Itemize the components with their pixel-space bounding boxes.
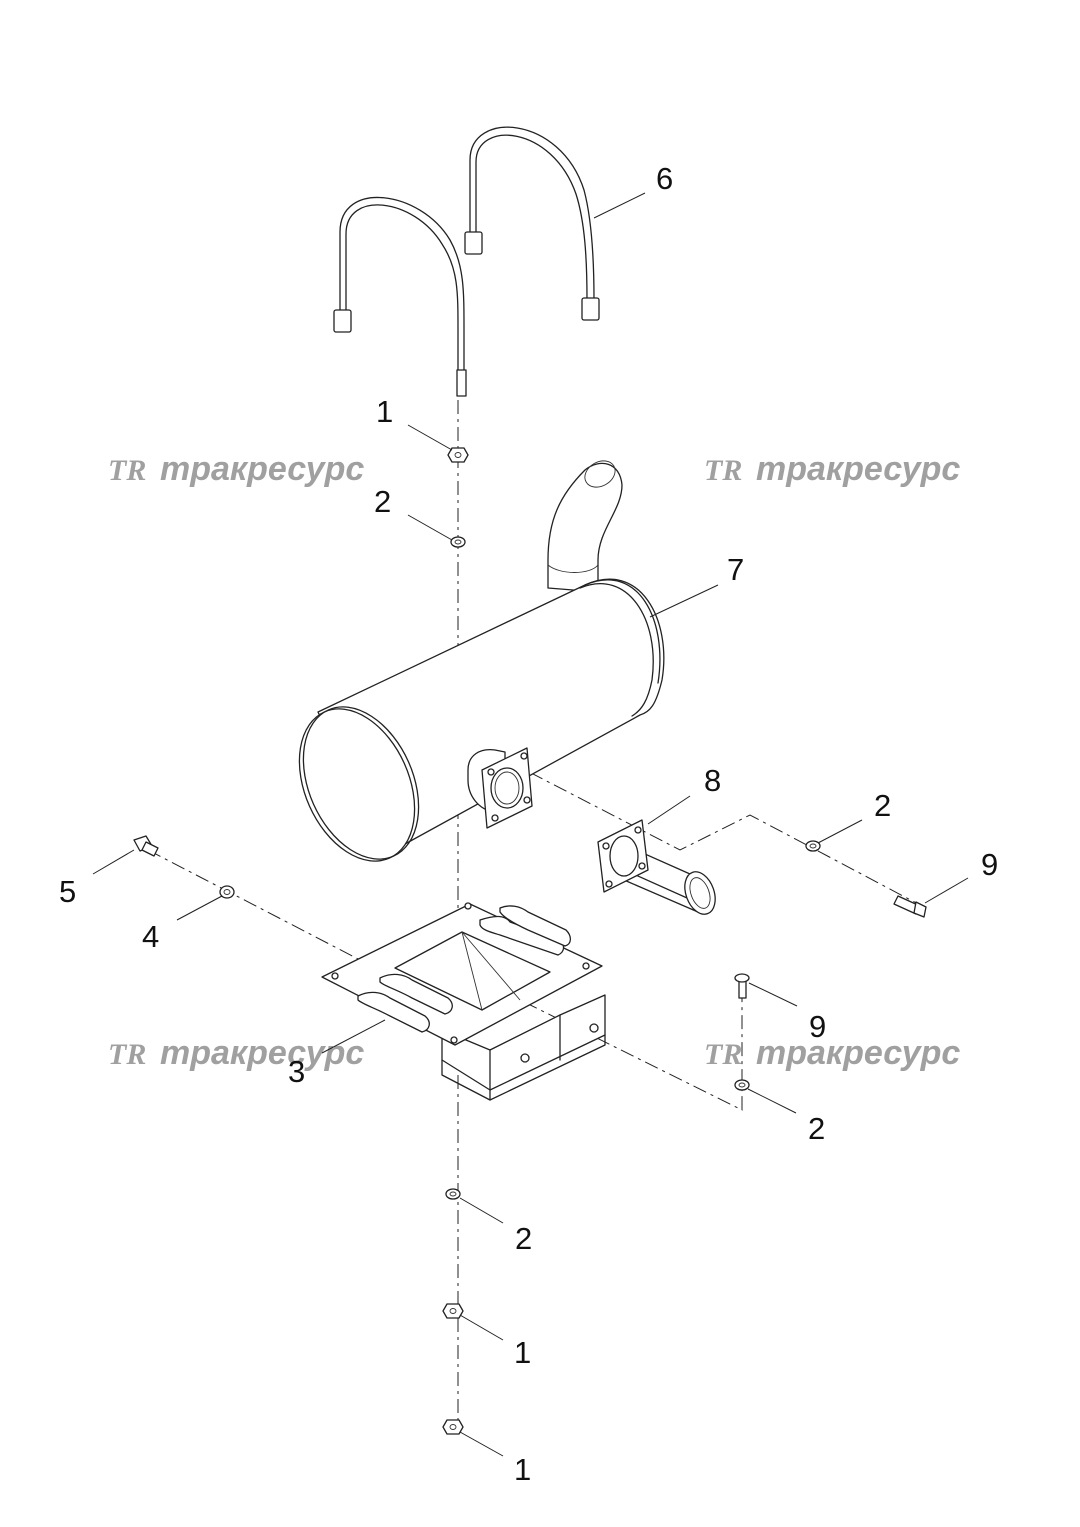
callout-5: 5 [59, 874, 76, 909]
nut-bottom-b [442, 1419, 464, 1435]
callout-7: 7 [727, 552, 744, 587]
watermark-text: тракресурс [756, 1034, 960, 1072]
axis-flange-bolt [505, 759, 921, 906]
callout-2-top: 2 [374, 484, 391, 519]
callout-9-right: 9 [981, 847, 998, 882]
pipe-left [333, 196, 467, 397]
callout-9-lower: 9 [809, 1009, 826, 1044]
watermark-logo: TR [108, 454, 146, 487]
leader-1-bottom-b [459, 1431, 504, 1457]
washer-left [219, 885, 235, 899]
callout-2-lower-right: 2 [808, 1111, 825, 1146]
watermark-logo: TR [108, 1038, 146, 1071]
leader-2-top [407, 514, 453, 541]
leader-7 [649, 584, 719, 618]
watermark-logo: TR [704, 1038, 742, 1071]
bolt-lower [734, 973, 750, 999]
watermark-top-right: TR тракресурс [704, 450, 960, 488]
leader-5 [92, 849, 135, 875]
leader-9-right [924, 877, 969, 904]
watermark-text: тракресурс [756, 450, 960, 488]
callout-8: 8 [704, 763, 721, 798]
washer-bottom [445, 1188, 461, 1200]
leader-9-lower [748, 982, 798, 1007]
washer-lower-right [734, 1079, 750, 1091]
leader-6 [593, 192, 646, 219]
washer-right [805, 840, 821, 852]
leader-1-bottom-a [459, 1314, 504, 1341]
leader-4 [176, 895, 223, 921]
watermark-bottom-right: TR тракресурс [704, 1034, 960, 1072]
watermark-bottom-left: TR тракресурс [108, 1034, 364, 1072]
watermark-text: тракресурс [160, 450, 364, 488]
bolt-left [133, 835, 159, 857]
callout-1-bottom-b: 1 [514, 1452, 531, 1487]
callout-4: 4 [142, 919, 159, 954]
mounting-bracket [321, 902, 606, 1101]
watermark-logo: TR [704, 454, 742, 487]
watermark-text: тракресурс [160, 1034, 364, 1072]
bolt-right [893, 895, 927, 918]
muffler [298, 460, 665, 862]
nut-top [447, 447, 469, 463]
leader-1-top [407, 424, 453, 451]
nut-bottom-a [442, 1303, 464, 1319]
leader-3 [321, 1019, 386, 1054]
callout-2-bottom: 2 [515, 1221, 532, 1256]
callout-1-bottom-a: 1 [514, 1335, 531, 1370]
callout-2-right: 2 [874, 788, 891, 823]
leader-2-lower [747, 1088, 797, 1114]
callout-6: 6 [656, 161, 673, 196]
axis-side-bolt [147, 849, 361, 961]
leader-2-bottom [459, 1197, 504, 1224]
callout-1-top: 1 [376, 394, 393, 429]
callout-3: 3 [288, 1054, 305, 1089]
leader-8 [647, 795, 691, 825]
washer-top [450, 536, 466, 548]
leader-2-right [817, 819, 863, 844]
watermark-top-left: TR тракресурс [108, 450, 364, 488]
pipe-right [464, 126, 600, 321]
adapter-pipe [597, 819, 716, 915]
